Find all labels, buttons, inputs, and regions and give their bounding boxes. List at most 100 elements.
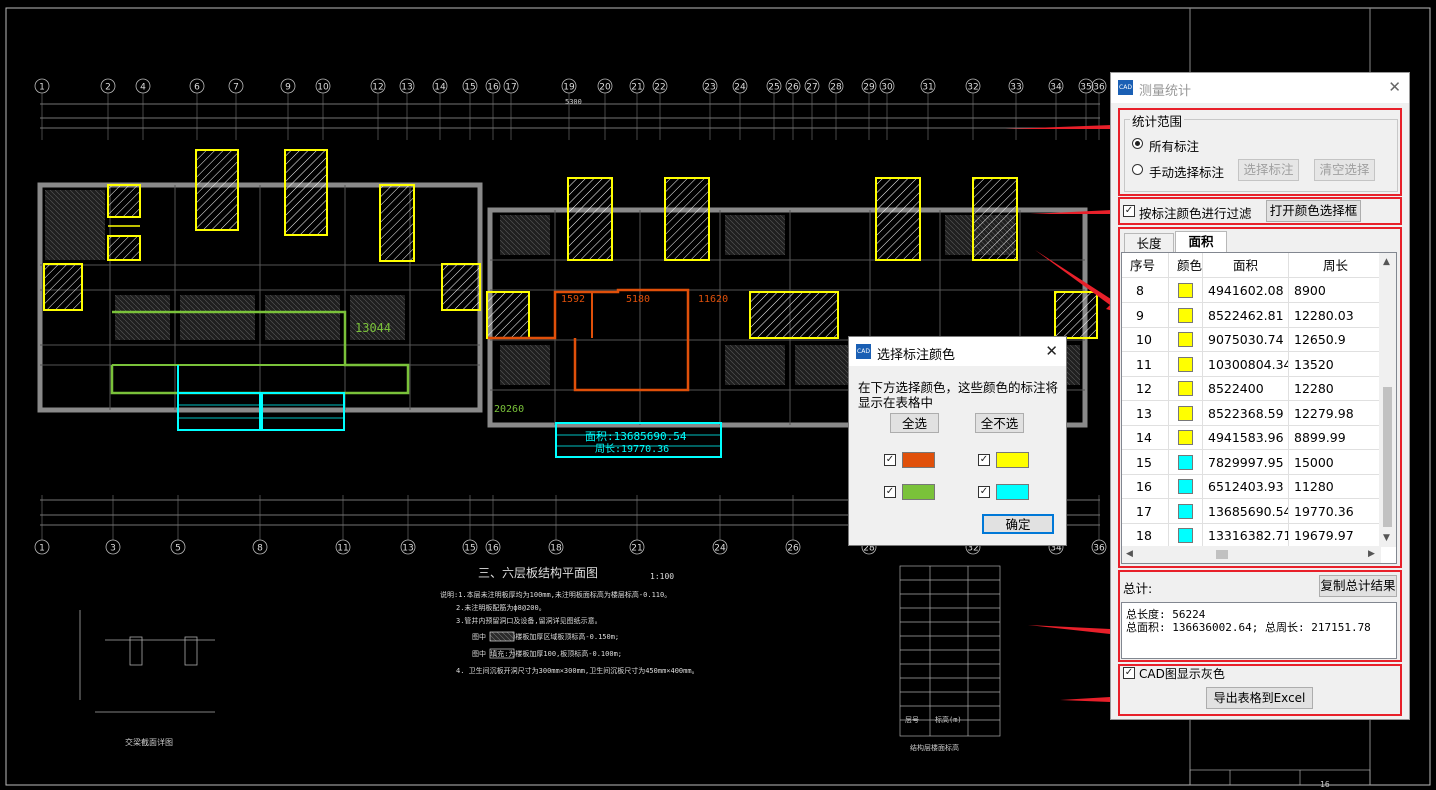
row-color-cell [1169, 351, 1203, 377]
axis-top-label: 27 [806, 83, 817, 93]
radio-manual-select[interactable] [1132, 164, 1143, 175]
color-swatch [1178, 503, 1193, 519]
axis-top-bubble [1048, 78, 1064, 94]
axis-top-bubble [785, 78, 801, 94]
dialog-close-icon[interactable]: ✕ [1045, 342, 1058, 360]
color-swatch-green [902, 484, 935, 500]
axis-bottom-bubble [105, 539, 121, 555]
axis-top-label: 15 [464, 83, 475, 93]
axis-top-label: 10 [317, 83, 329, 93]
clear-selection-button[interactable]: 清空选择 [1314, 159, 1375, 181]
scroll-thumb[interactable] [1383, 387, 1392, 527]
color-select-dialog: CAD 选择标注颜色 ✕ 在下方选择颜色，这些颜色的标注将 显示在表格中 全选 … [848, 336, 1067, 546]
scope-groupbox [1124, 119, 1398, 192]
scroll-left-icon[interactable]: ◀ [1126, 549, 1133, 559]
row-color-cell [1169, 278, 1203, 303]
axis-top-label: 1 [39, 83, 45, 93]
total-label: 总计: [1123, 581, 1153, 596]
dim-top: 5300 [565, 98, 582, 106]
axis-top-bubble [399, 78, 415, 94]
radio-manual-label: 手动选择标注 [1149, 165, 1225, 180]
axis-top-bubble [766, 78, 782, 94]
gray-display-checkbox[interactable]: ✓ [1123, 667, 1135, 679]
select-annotation-button[interactable]: 选择标注 [1238, 159, 1299, 181]
column-header[interactable]: 周长 [1289, 253, 1381, 278]
color-checkbox-orange[interactable]: ✓ [884, 454, 896, 466]
row-color-cell [1169, 302, 1203, 328]
axis-top-bubble [485, 78, 501, 94]
tab-area[interactable]: 面积 [1175, 231, 1227, 253]
radio-all-label: 所有标注 [1149, 139, 1200, 154]
horizontal-scrollbar[interactable]: ◀ ▶ [1122, 546, 1381, 563]
row-number: 9 [1122, 302, 1169, 328]
radio-all-annotations[interactable] [1132, 138, 1143, 149]
axis-top-bubble [1091, 78, 1107, 94]
close-icon[interactable]: ✕ [1388, 78, 1401, 96]
row-perimeter: 19770.36 [1289, 498, 1381, 524]
axis-bottom-bubble [785, 539, 801, 555]
plan-scale: 1:100 [650, 572, 674, 581]
scroll-right-icon[interactable]: ▶ [1368, 549, 1375, 559]
copy-total-button[interactable]: 复制总计结果 [1319, 575, 1397, 597]
axis-top-bubble [879, 78, 895, 94]
axis-top-label: 34 [1050, 83, 1062, 93]
row-color-cell [1169, 523, 1203, 548]
select-all-button[interactable]: 全选 [890, 413, 939, 433]
color-swatch [1178, 332, 1193, 347]
scope-group-label: 统计范围 [1130, 111, 1185, 130]
confirm-button[interactable]: 确定 [982, 514, 1054, 534]
scroll-down-icon[interactable]: ▼ [1383, 533, 1390, 543]
row-number: 15 [1122, 449, 1169, 475]
export-excel-button[interactable]: 导出表格到Excel [1206, 687, 1313, 709]
tab-length[interactable]: 长度 [1124, 233, 1174, 253]
axis-top-label: 31 [922, 83, 933, 93]
axis-top-label: 24 [734, 83, 746, 93]
color-checkbox-green[interactable]: ✓ [884, 486, 896, 498]
vertical-scrollbar[interactable]: ▲ ▼ [1379, 253, 1396, 547]
axis-bottom-label: 13 [402, 544, 413, 554]
axis-top-label: 26 [787, 83, 799, 93]
note-6: 4. 卫生间沉板开洞尺寸为300mm×300mm,卫生间沉板尺寸为450mm×4… [456, 666, 699, 675]
column-header[interactable]: 面积 [1203, 253, 1289, 278]
panel-titlebar[interactable]: CAD 测量统计 ✕ [1111, 73, 1409, 103]
column-header[interactable]: 序号 [1122, 253, 1169, 278]
row-number: 8 [1122, 278, 1169, 303]
axis-top-bubble [370, 78, 386, 94]
row-area: 4941602.08 [1203, 278, 1289, 303]
green-dim-2: 20260 [494, 404, 524, 415]
color-filter-checkbox[interactable]: ✓ [1123, 205, 1135, 217]
hscroll-thumb[interactable] [1216, 550, 1228, 559]
axis-bottom-label: 28 [863, 544, 875, 554]
dialog-titlebar[interactable]: CAD 选择标注颜色 ✕ [849, 337, 1066, 366]
row-perimeter: 19679.97 [1289, 523, 1381, 548]
scroll-up-icon[interactable]: ▲ [1383, 257, 1390, 267]
open-color-picker-button[interactable]: 打开颜色选择框 [1266, 200, 1361, 222]
row-color-cell [1169, 376, 1203, 401]
row-number: 14 [1122, 425, 1169, 450]
select-none-button[interactable]: 全不选 [975, 413, 1024, 433]
axis-top-label: 29 [863, 83, 875, 93]
color-checkbox-cyan[interactable]: ✓ [978, 486, 990, 498]
axis-bottom-bubble [485, 539, 501, 555]
dialog-title: 选择标注颜色 [877, 348, 956, 363]
note-2: 2.未注明板配筋为ф8@200。 [456, 603, 546, 612]
total-result-box[interactable]: 总长度: 56224 总面积: 136636002.64; 总周长: 21715… [1121, 602, 1397, 659]
row-perimeter: 8900 [1289, 278, 1381, 303]
color-checkbox-yellow[interactable]: ✓ [978, 454, 990, 466]
axis-bottom-bubble [400, 539, 416, 555]
highlight-total [1118, 570, 1402, 662]
column-header[interactable]: 颜色 [1169, 253, 1203, 278]
